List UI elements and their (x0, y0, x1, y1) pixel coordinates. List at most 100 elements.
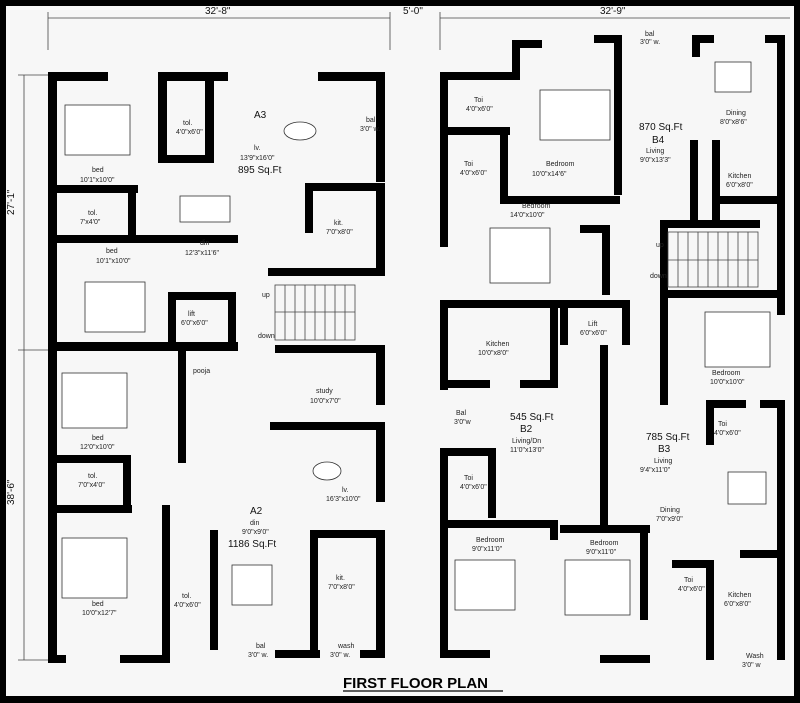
unit-a3-size: 13'9"x16'0" (240, 155, 275, 162)
a2-kit-size: 7'0"x8'0" (328, 584, 355, 591)
b3-toi1-name: Toi (718, 421, 727, 428)
a2-wash-name: wash (337, 643, 354, 650)
b4-bedroom-name: Bedroom (546, 161, 575, 168)
unit-b2-area: 545 Sq.Ft (510, 412, 554, 423)
b4-bal-name: bal (645, 31, 655, 38)
b3-dining-size: 7'0"x9'0" (656, 516, 683, 523)
dining-furniture (179, 61, 767, 606)
lift-right-name: Lift (588, 321, 597, 328)
a2-tol1-name: tol. (88, 473, 97, 480)
bedroom-mid-size: 14'0"x10'0" (510, 212, 545, 219)
right-staircase (667, 231, 759, 288)
b3-bedroom2-size: 9'0"x11'0" (586, 549, 617, 556)
unit-a3-area: 895 Sq.Ft (238, 165, 282, 176)
right-block-walls (440, 35, 785, 663)
b3-wash-size: 3'0" w (742, 662, 762, 669)
a2-kit-name: kit. (336, 575, 345, 582)
unit-a2-room: din (250, 520, 259, 527)
b3-bedroom2-name: Bedroom (590, 540, 619, 547)
b3-dining-name: Dining (660, 507, 680, 514)
left-dimension-lines (18, 74, 48, 661)
b3-toi1-size: 4'0"x6'0" (714, 430, 741, 437)
a2-tol2-size: 4'0"x6'0" (174, 602, 201, 609)
lift-left-size: 6'0"x6'0" (181, 320, 208, 327)
b2-kitchen-size: 10'0"x8'0" (478, 350, 509, 357)
top-dimension-lines (47, 12, 790, 50)
a2-bed2-size: 10'0"x12'7" (82, 610, 117, 617)
unit-a2-name: A2 (250, 506, 263, 517)
dim-left-lower: 38'-6" (6, 479, 17, 505)
a3-toilet-size: 4'0"x6'0" (176, 129, 203, 136)
unit-b3-room: Living (654, 458, 672, 465)
a3-bal-name: bal (366, 117, 376, 124)
a2-bed1-size: 12'0"x10'0" (80, 444, 115, 451)
b4-toi2-name: Toi (464, 161, 473, 168)
a3-bed-size: 10'1"x10'0" (80, 177, 115, 184)
a2-bal-size: 3'0" w. (248, 652, 268, 659)
b4-kitchen-size: 6'0"x8'0" (726, 182, 753, 189)
unit-a2-size: 9'0"x9'0" (242, 529, 269, 536)
b2-toi-name: Toi (464, 475, 473, 482)
a2-wash-size: 3'0" w. (330, 652, 350, 659)
b3-bedroom1-name: Bedroom (712, 370, 741, 377)
unit-a3-room: lv. (254, 145, 261, 152)
a3-bal-size: 3'0" w. (360, 126, 380, 133)
a3-toilet-name: tol. (183, 120, 192, 127)
unit-a3-name: A3 (254, 110, 267, 121)
bedroom-mid-name: Bedroom (522, 203, 551, 210)
study-name: study (316, 388, 333, 395)
a3-kit-name: kit. (334, 220, 343, 227)
stair-up-right: up (656, 242, 664, 249)
stair-down-right: down (650, 273, 667, 280)
b4-dining-size: 8'0"x8'6" (720, 119, 747, 126)
study-size: 10'0"x7'0" (310, 398, 341, 405)
b2-bedroom-name: Bedroom (476, 537, 505, 544)
unit-b3-name: B3 (658, 444, 671, 455)
b4-toi1-name: Toi (474, 97, 483, 104)
a3-kit-size: 7'0"x8'0" (326, 229, 353, 236)
unit-b2-name: B2 (520, 424, 533, 435)
unit-b3-size: 9'4"x11'0" (640, 467, 671, 474)
b2-bedroom-size: 9'0"x11'0" (472, 546, 503, 553)
lift-right-size: 6'0"x6'0" (580, 330, 607, 337)
b3-wash-name: Wash (746, 653, 764, 660)
a2-tol1-size: 7'0"x4'0" (78, 482, 105, 489)
a2-lv-name: lv. (342, 487, 349, 494)
stair-down-left: down (258, 333, 275, 340)
a3-bed2-size: 10'1"x10'0" (96, 258, 131, 265)
a3-din-name: din (200, 240, 209, 247)
stair-up-left: up (262, 292, 270, 299)
bed-furniture (61, 89, 771, 616)
a3-din-size: 12'3"x11'6" (185, 250, 219, 257)
dim-top-mid: 5'-0" (403, 6, 423, 17)
b3-bedroom1-size: 10'0"x10'0" (710, 379, 745, 386)
dim-top-right: 32'-9" (600, 6, 626, 17)
a3-bed-name: bed (92, 167, 104, 174)
dim-top-left: 32'-8" (205, 6, 231, 17)
a3-tol2-size: 7'x4'0" (80, 219, 101, 226)
b2-kitchen-name: Kitchen (486, 341, 509, 348)
b2-toi-size: 4'0"x6'0" (460, 484, 487, 491)
a2-bed2-name: bed (92, 601, 104, 608)
b4-kitchen-name: Kitchen (728, 173, 751, 180)
unit-a2-area: 1186 Sq.Ft (228, 539, 276, 550)
b2-bal-size: 3'0"w (454, 419, 472, 426)
b3-kitchen-size: 6'0"x8'0" (724, 601, 751, 608)
unit-b4-size: 9'0"x13'3" (640, 157, 671, 164)
b3-kitchen-name: Kitchen (728, 592, 751, 599)
b4-dining-name: Dining (726, 110, 746, 117)
b4-toi1-size: 4'0"x6'0" (466, 106, 493, 113)
b4-bal-size: 3'0" w. (640, 39, 660, 46)
unit-b3-area: 785 Sq.Ft (646, 432, 690, 443)
unit-b4-name: B4 (652, 135, 665, 146)
a3-tol2-name: tol. (88, 210, 97, 217)
unit-b4-room: Living (646, 148, 664, 155)
unit-b2-size: 11'0"x13'0" (510, 447, 544, 454)
b4-toi2-size: 4'0"x6'0" (460, 170, 487, 177)
b3-toi2-size: 4'0"x6'0" (678, 586, 705, 593)
left-staircase (274, 284, 356, 341)
left-block-walls (48, 72, 385, 663)
a2-bal-name: bal (256, 643, 266, 650)
